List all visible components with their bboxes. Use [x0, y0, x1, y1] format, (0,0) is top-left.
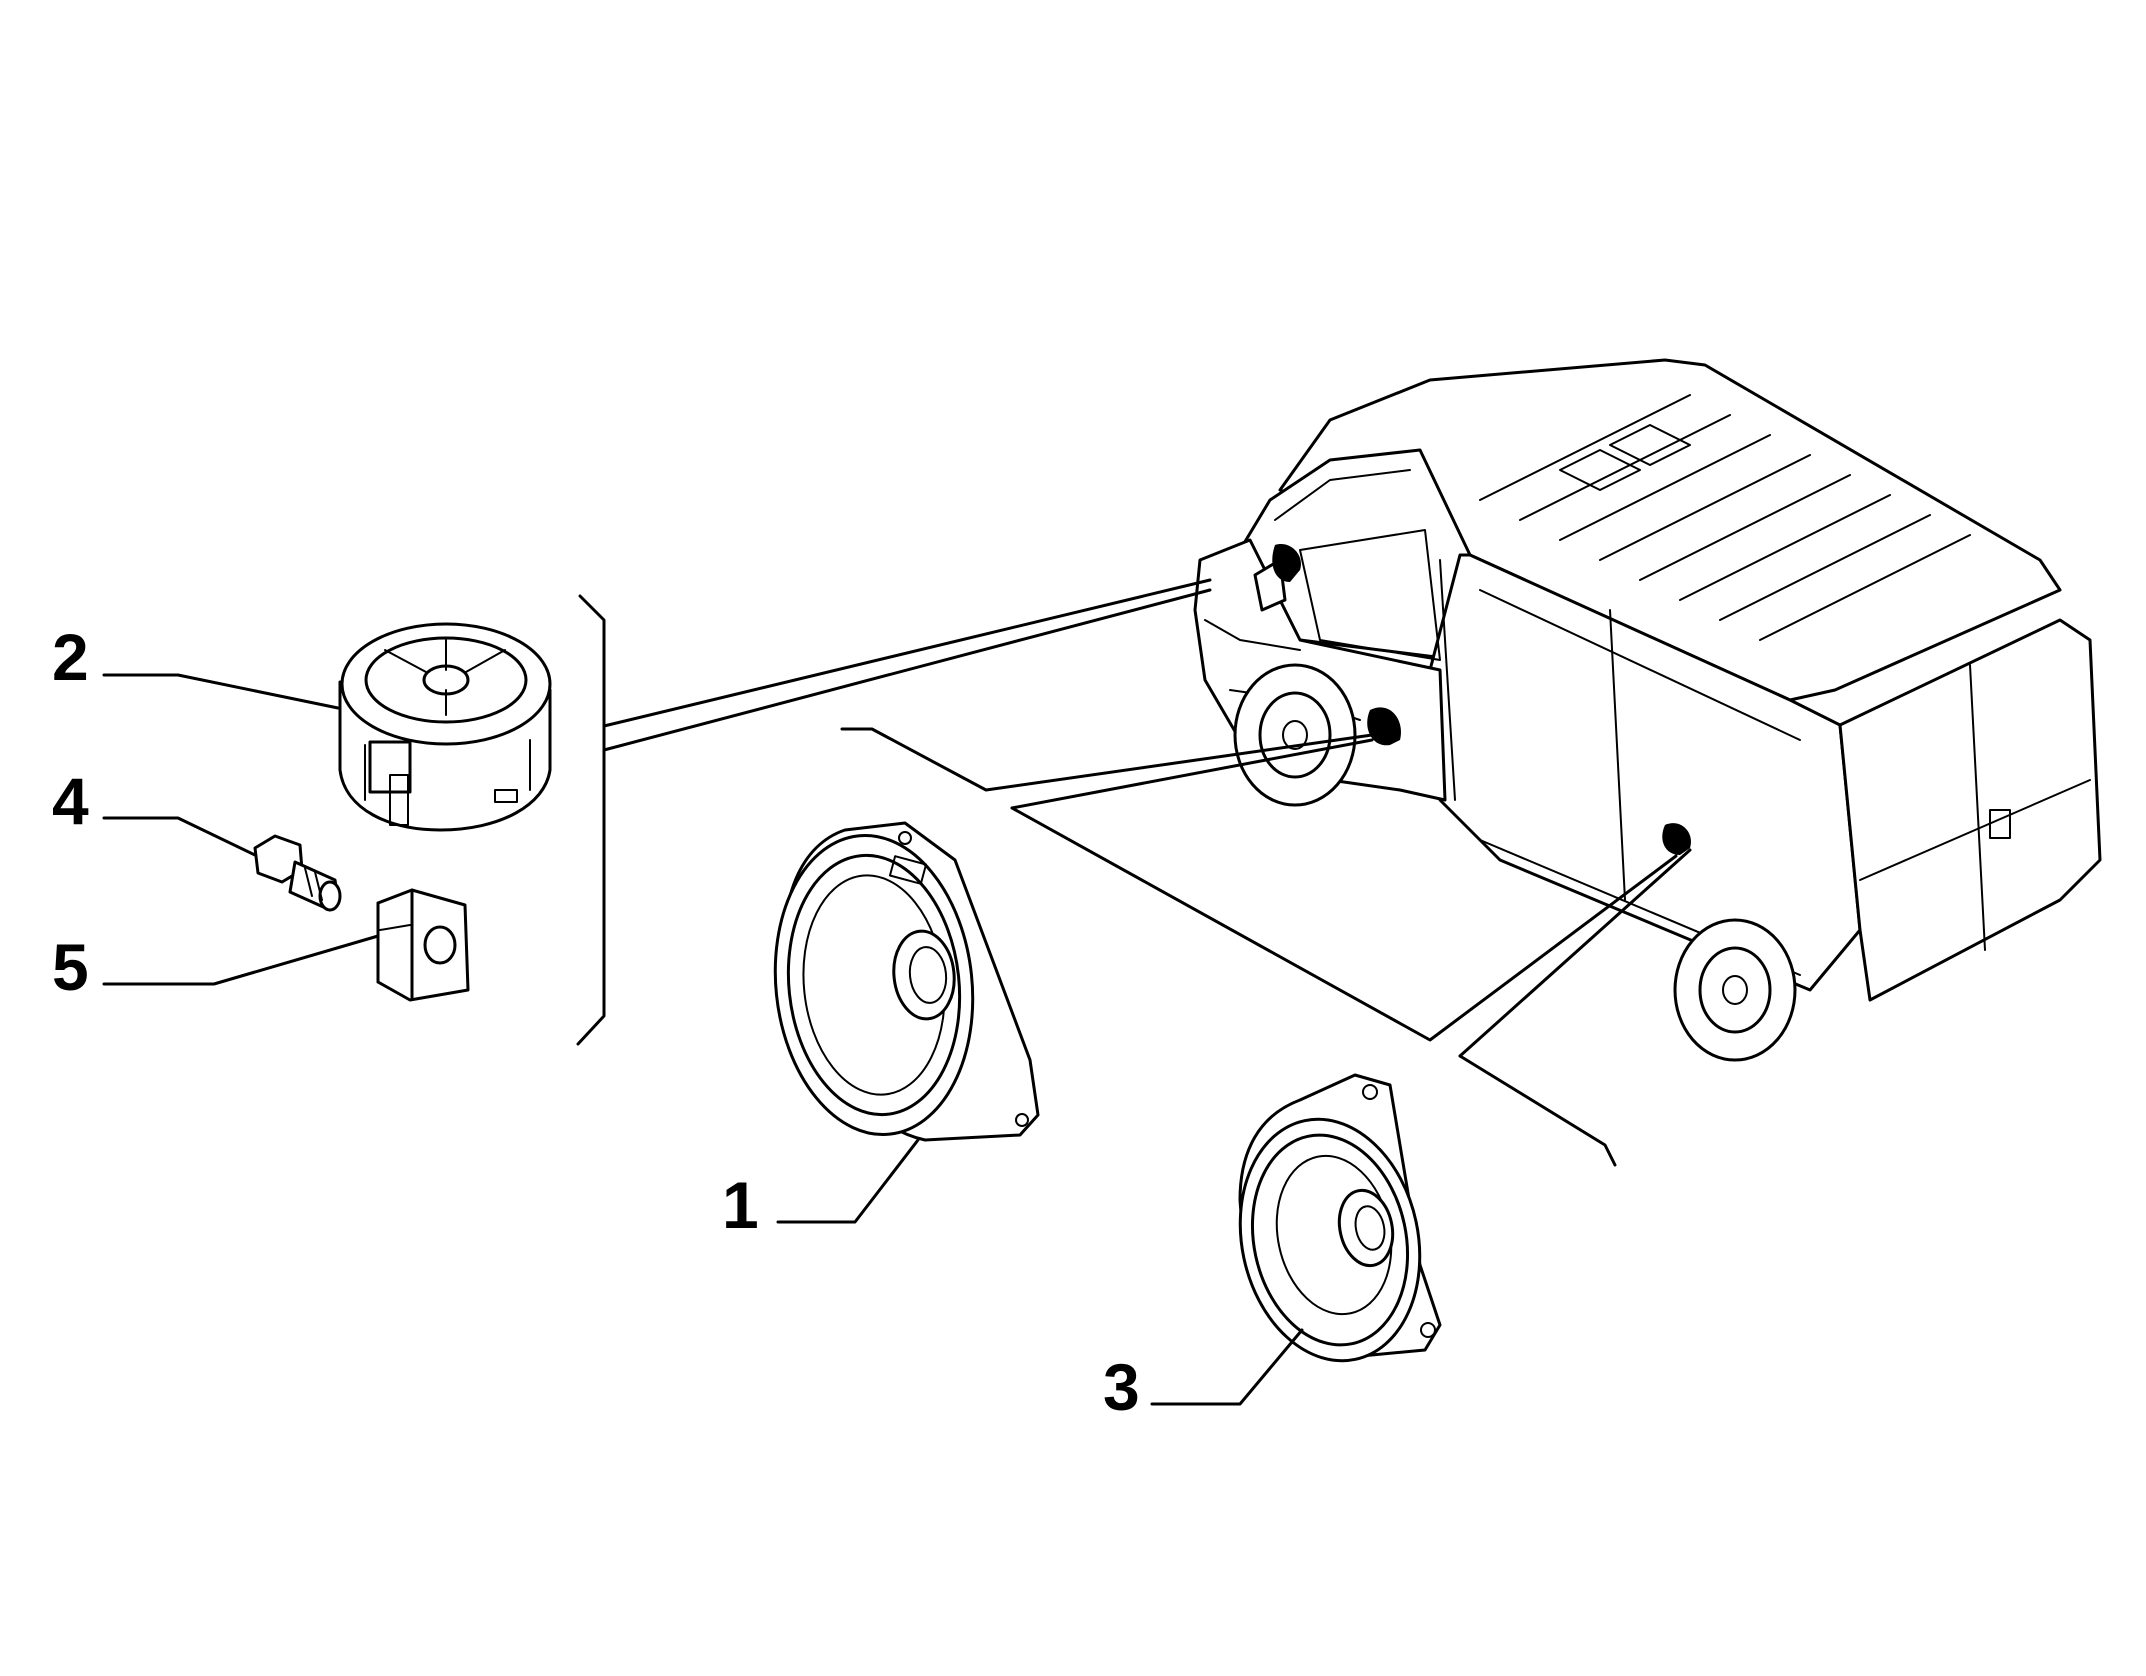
leader-2: [102, 673, 340, 710]
leader-1: [776, 1138, 920, 1224]
front-wheel-icon: [1233, 663, 1357, 807]
callout-2: 2: [52, 620, 89, 694]
callout-4: 4: [52, 764, 89, 838]
rear-speaker-icon: [1238, 1073, 1442, 1363]
tweeter-speaker-icon: [338, 622, 552, 832]
leader-3: [1150, 1328, 1304, 1406]
front-door-speaker-icon: [773, 821, 1040, 1142]
clip-nut-icon: [376, 888, 470, 1002]
rear-speaker-location-marker: [1662, 823, 1691, 855]
callout-3: 3: [1103, 1350, 1140, 1424]
callout-1: 1: [722, 1168, 759, 1242]
cargo-van-icon: [1193, 358, 2102, 1062]
leader-4: [102, 816, 257, 857]
leader-lines: [576, 578, 1692, 1167]
callout-5: 5: [52, 930, 89, 1004]
leader-5: [102, 934, 380, 986]
callout-leaders: [102, 673, 1304, 1406]
rear-wheel-icon: [1673, 918, 1797, 1062]
front-door-speaker-location-marker: [1367, 707, 1401, 746]
bolt-icon: [253, 834, 342, 912]
tweeter-location-marker: [1272, 544, 1301, 582]
